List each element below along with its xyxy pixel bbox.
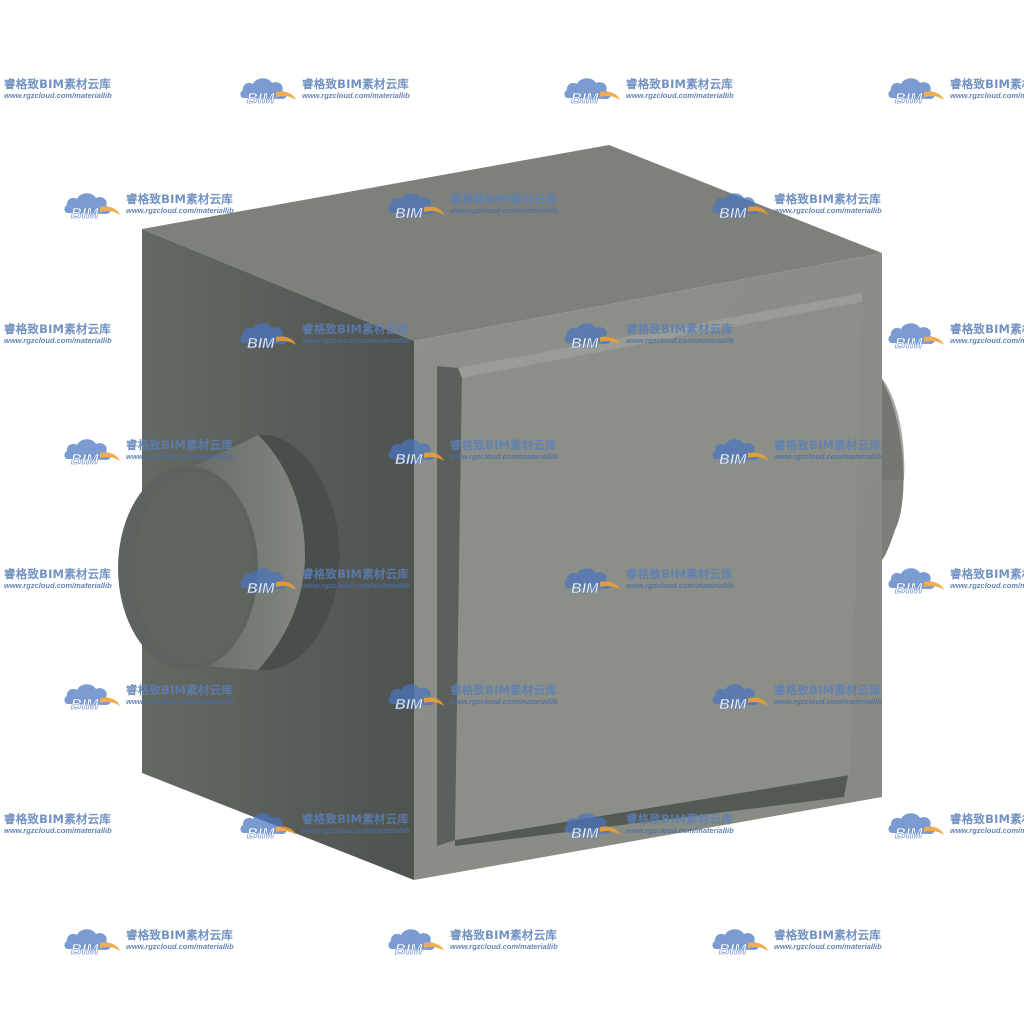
top-face	[142, 145, 882, 341]
front-panel-surface	[455, 302, 862, 840]
left-collar-face-highlight	[134, 472, 254, 664]
front-panel-bottom-frame	[455, 775, 848, 846]
front-panel-left-frame	[437, 366, 462, 846]
front-panel-top-edge	[458, 293, 862, 378]
right-collar-edge	[882, 378, 905, 480]
left-collar-rim-inner	[258, 434, 340, 671]
